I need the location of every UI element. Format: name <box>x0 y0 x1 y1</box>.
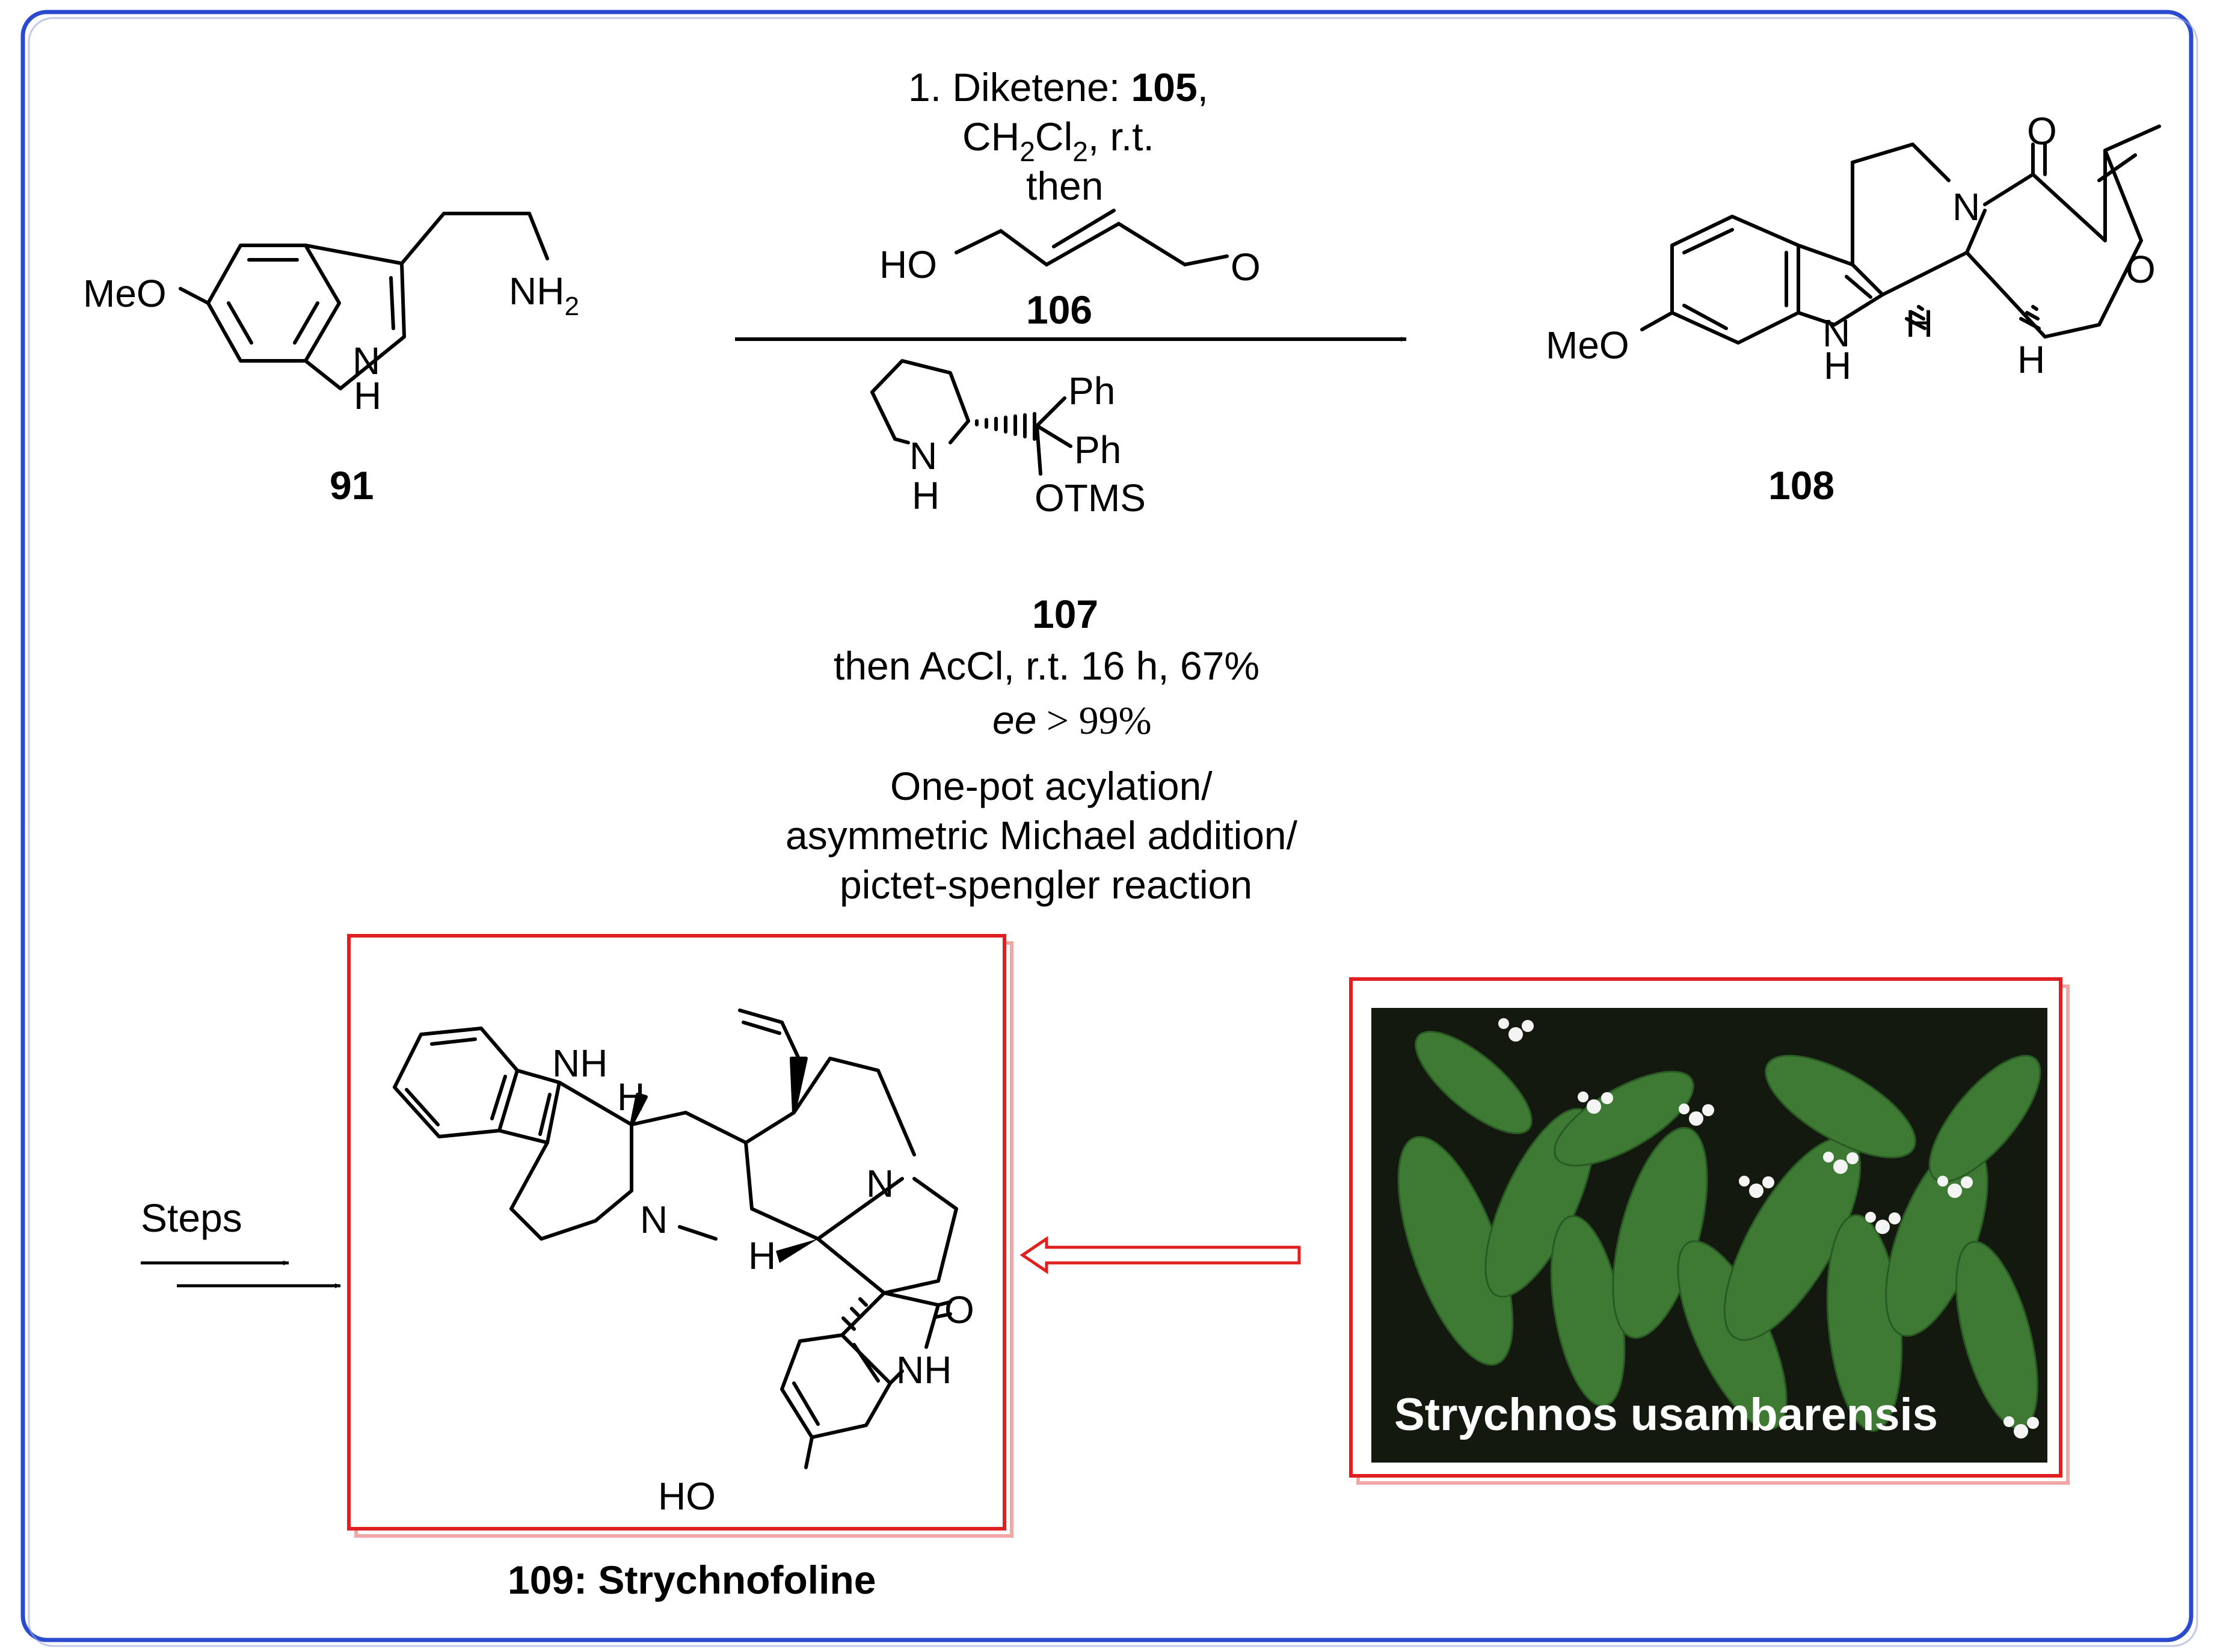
steps-label: Steps <box>141 1196 242 1240</box>
compound-108-label: 108 <box>1768 463 1834 508</box>
compound-109-n-methyl: N <box>640 1198 668 1241</box>
outer-frame-shadow <box>28 17 2198 1647</box>
condition-line-acyl: then AcCl, r.t. 16 h, 67% <box>834 643 1259 688</box>
aldehyde-106-o: O <box>1231 245 1261 289</box>
compound-109-ho: HO <box>658 1475 716 1518</box>
compound-91-h: H <box>354 374 381 417</box>
compound-109-wedge-h <box>776 1239 818 1263</box>
reagent-line-3: then <box>1026 164 1103 208</box>
reagent-line-2: CH2Cl2, r.t. <box>962 114 1154 167</box>
aldehyde-106-structure <box>955 209 1229 267</box>
compound-108-h1: H <box>1905 302 1933 345</box>
outer-frame <box>20 10 2194 1642</box>
compound-109-h2: H <box>748 1234 776 1277</box>
catalyst-107-ph2: Ph <box>1074 428 1121 471</box>
condition-line-ee: ee > 99% <box>992 698 1152 743</box>
reagent-line-1: 1. Diketene: 105, <box>908 65 1208 109</box>
catalyst-107-otms: OTMS <box>1035 476 1146 520</box>
compound-108-n: N <box>1952 185 1980 229</box>
compound-108-o-ketone: O <box>2027 109 2057 153</box>
compound-109-caption: 109: Strychnofoline <box>508 1558 876 1602</box>
description-line-3: pictet-spengler reaction <box>840 862 1252 907</box>
compound-108-structure <box>1640 124 2161 345</box>
compound-108-o-ring: O <box>2126 248 2156 291</box>
compound-109-o: O <box>944 1288 974 1331</box>
compound-109-nh: NH <box>552 1042 607 1085</box>
catalyst-107-n: N <box>909 434 937 477</box>
compound-106-label: 106 <box>1026 287 1092 332</box>
description-line-1: One-pot acylation/ <box>890 764 1213 808</box>
compound-91-meo: MeO <box>83 272 167 315</box>
compound-108-meo: MeO <box>1546 324 1629 367</box>
compound-108-nh-n: N <box>1822 312 1850 355</box>
compound-91-label: 91 <box>330 463 374 508</box>
catalyst-107-structure <box>870 359 1072 476</box>
aldehyde-106-ho: HO <box>879 243 937 286</box>
compound-91-nh2: NH2 <box>509 269 579 321</box>
compound-109-n-ring: N <box>866 1162 894 1205</box>
compound-109-nh2: NH <box>896 1348 952 1392</box>
compound-107-label: 107 <box>1032 592 1098 636</box>
retro-arrow <box>1019 1236 1301 1274</box>
compound-109-h1: H <box>617 1075 645 1119</box>
strychnofoline-box <box>347 934 1006 1531</box>
compound-109-structure <box>393 1009 958 1469</box>
catalyst-107-ph1: Ph <box>1068 369 1115 413</box>
description-line-2: asymmetric Michael addition/ <box>786 813 1298 858</box>
photo-caption: Strychnos usambarensis <box>1394 1389 1938 1440</box>
plant-photo <box>1371 1008 2047 1463</box>
compound-91-n: N <box>352 339 380 382</box>
catalyst-107-h: H <box>912 474 939 517</box>
compound-91-structure <box>179 212 549 390</box>
compound-108-nh-h: H <box>1824 344 1851 387</box>
compound-108-h2: H <box>2017 338 2045 381</box>
